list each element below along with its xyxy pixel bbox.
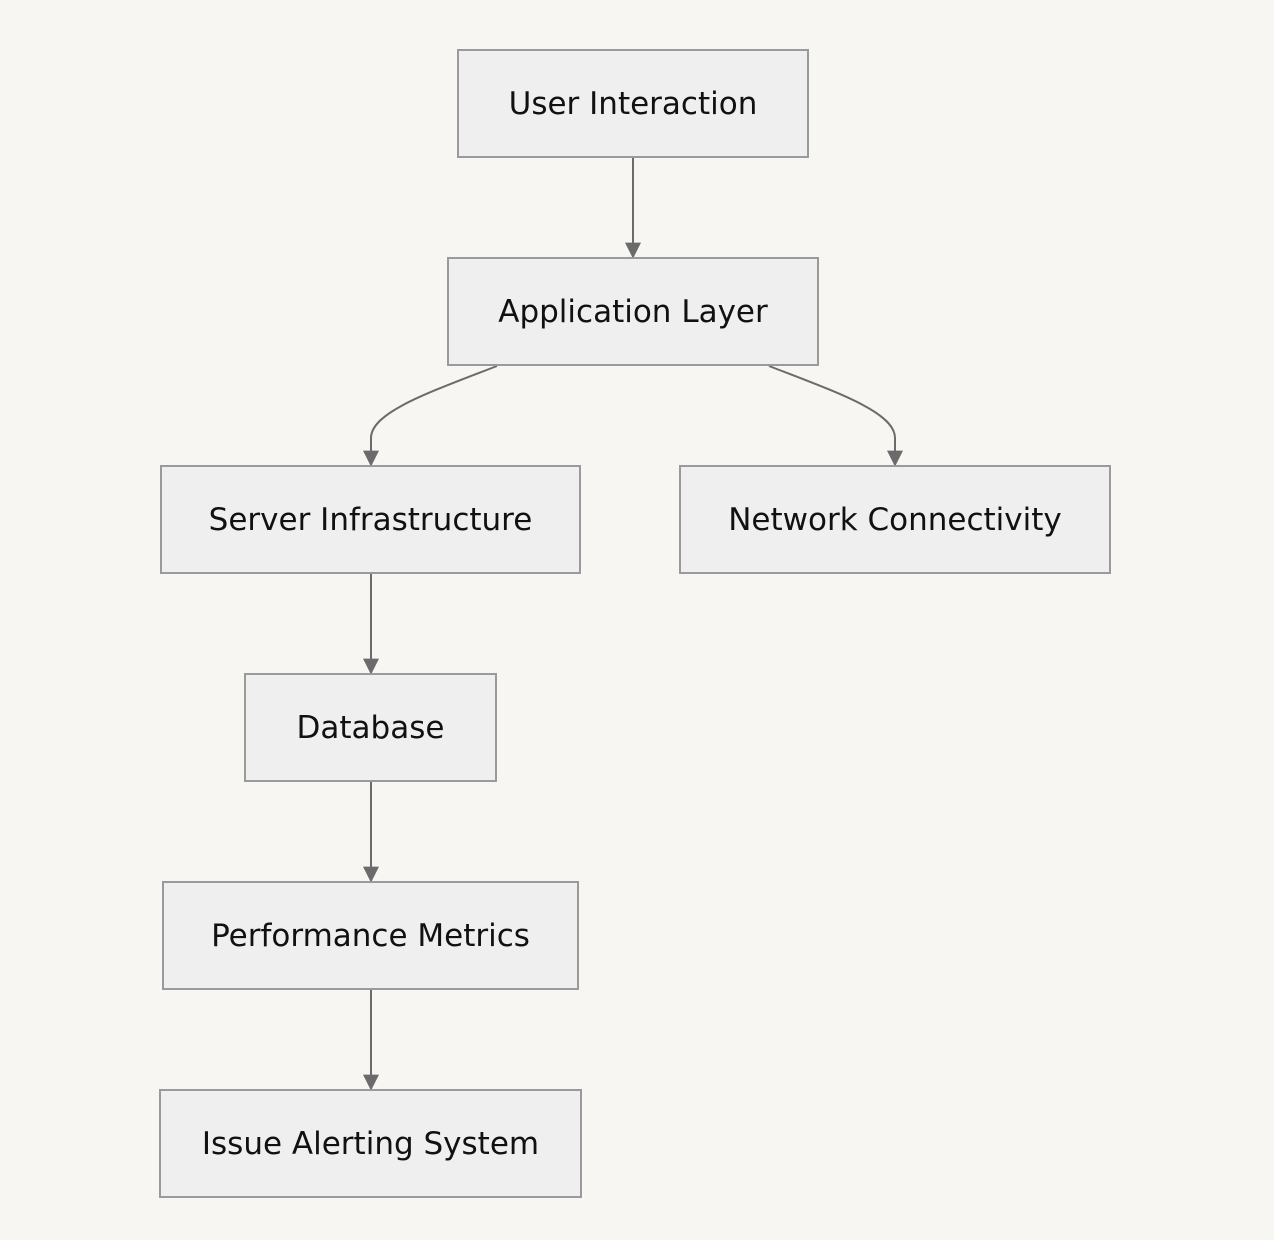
node-server-infrastructure: Server Infrastructure [160,465,581,574]
node-issue-alerting-system: Issue Alerting System [159,1089,582,1198]
node-database: Database [244,673,497,782]
node-application-layer: Application Layer [447,257,819,366]
node-network-connectivity-label: Network Connectivity [728,501,1062,538]
edge-application-layer-to-network-connectivity [768,365,903,467]
node-user-interaction: User Interaction [457,49,809,158]
node-server-infrastructure-label: Server Infrastructure [208,501,533,538]
node-performance-metrics: Performance Metrics [162,881,579,990]
node-network-connectivity: Network Connectivity [679,465,1111,574]
node-application-layer-label: Application Layer [498,293,768,330]
node-user-interaction-label: User Interaction [508,85,758,122]
edge-application-layer-to-server-infrastructure [363,365,498,467]
node-database-label: Database [296,709,445,746]
node-performance-metrics-label: Performance Metrics [211,917,530,954]
node-issue-alerting-system-label: Issue Alerting System [201,1125,540,1162]
